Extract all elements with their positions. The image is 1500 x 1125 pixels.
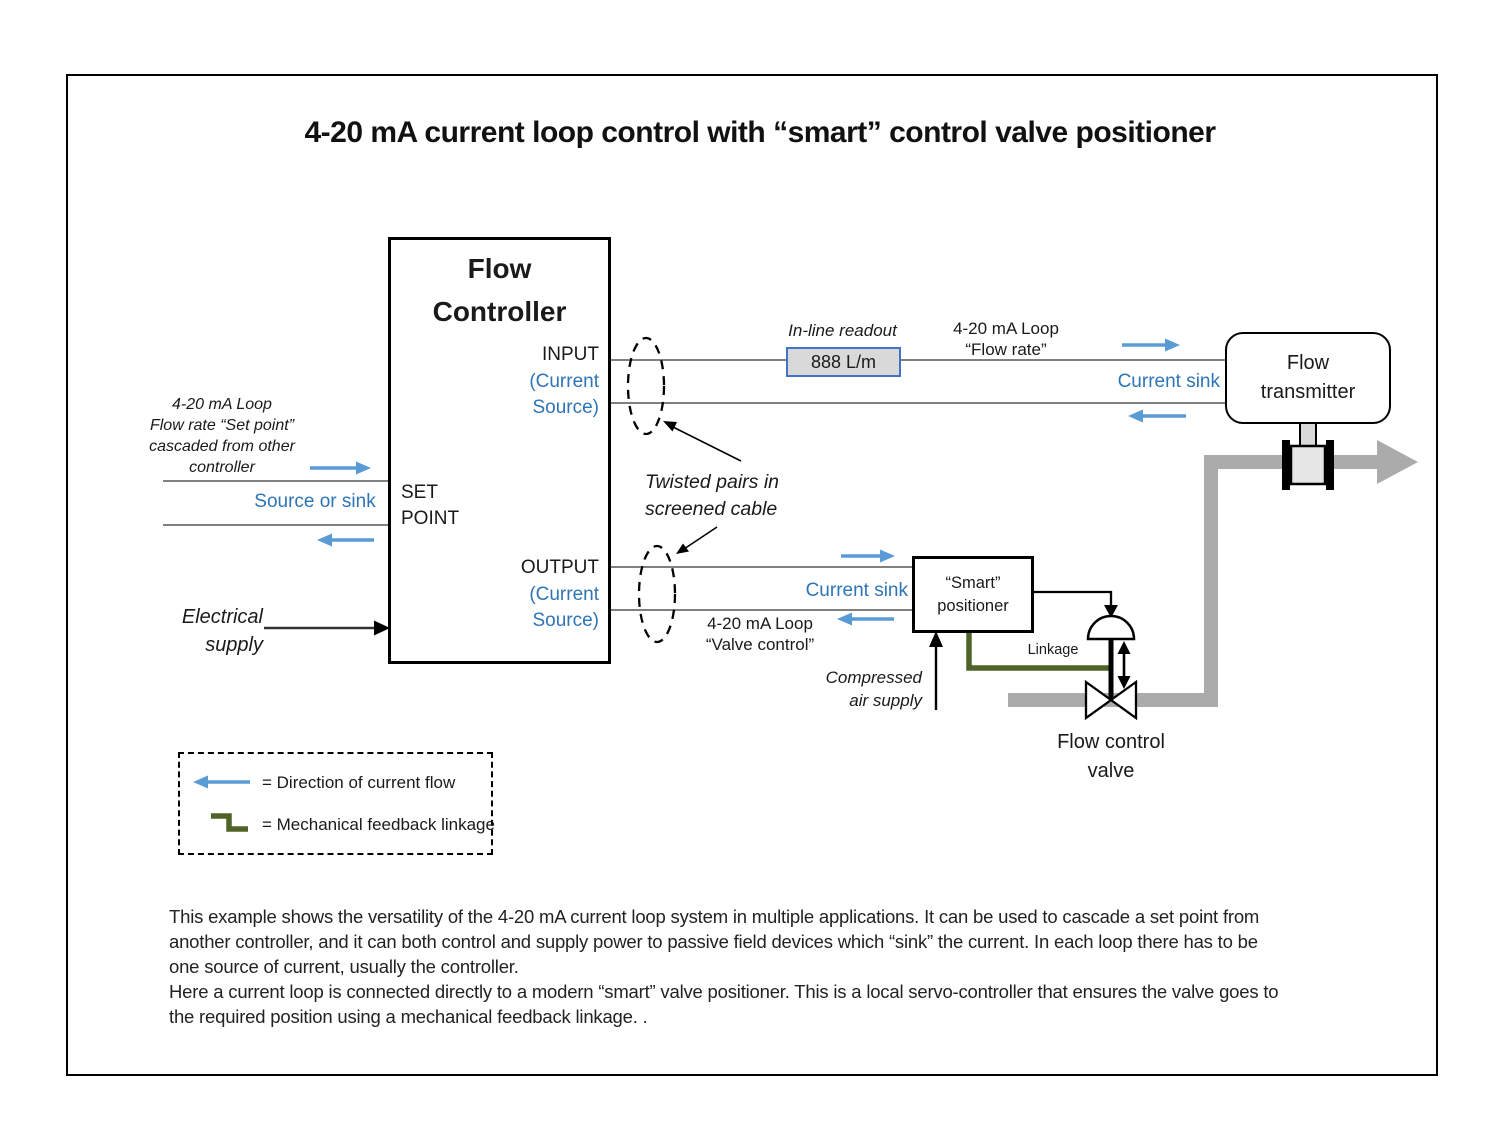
- input-current-sink-label: Current sink: [1117, 371, 1220, 392]
- output-current-sink-label: Current sink: [805, 580, 908, 601]
- flow-transmitter-box: Flow transmitter: [1225, 332, 1391, 424]
- source-or-sink-label: Source or sink: [254, 491, 376, 512]
- legend-feedback-linkage-label: = Mechanical feedback linkage: [262, 815, 495, 834]
- input-loop-label: 4-20 mA Loop “Flow rate”: [953, 319, 1059, 359]
- page-title: 4-20 mA current loop control with “smart…: [304, 116, 1216, 149]
- setpoint-loop-annotation: 4-20 mA Loop Flow rate “Set point” casca…: [149, 396, 295, 476]
- controller-input-source-label: (Current Source): [529, 371, 599, 418]
- description-text: This example shows the versatility of th…: [169, 906, 1279, 1027]
- controller-set-point-label: SET POINT: [401, 482, 460, 529]
- flow-controller-title: Flow Controller: [432, 253, 567, 327]
- electrical-supply-label: Electrical supply: [181, 606, 263, 656]
- inline-readout-display: 888 L/m: [786, 347, 901, 377]
- output-loop-label: 4-20 mA Loop “Valve control”: [705, 614, 815, 654]
- flow-controller-box: Flow Controller INPUT (Current Source) S…: [388, 237, 611, 664]
- inline-readout-label: In-line readout: [788, 321, 897, 340]
- flow-control-valve-label: Flow control valve: [1057, 731, 1165, 782]
- legend-box: [178, 752, 493, 855]
- legend-current-flow-label: = Direction of current flow: [262, 773, 456, 792]
- compressed-air-label: Compressed air supply: [825, 668, 922, 710]
- controller-output-source-label: (Current Source): [529, 584, 599, 631]
- controller-input-label: INPUT: [542, 344, 599, 365]
- twisted-pairs-annotation: Twisted pairs in screened cable: [645, 471, 780, 520]
- diagram-border: [66, 74, 1438, 1076]
- controller-output-label: OUTPUT: [520, 557, 599, 578]
- linkage-label: Linkage: [1027, 642, 1079, 658]
- smart-positioner-box: “Smart” positioner: [912, 556, 1034, 633]
